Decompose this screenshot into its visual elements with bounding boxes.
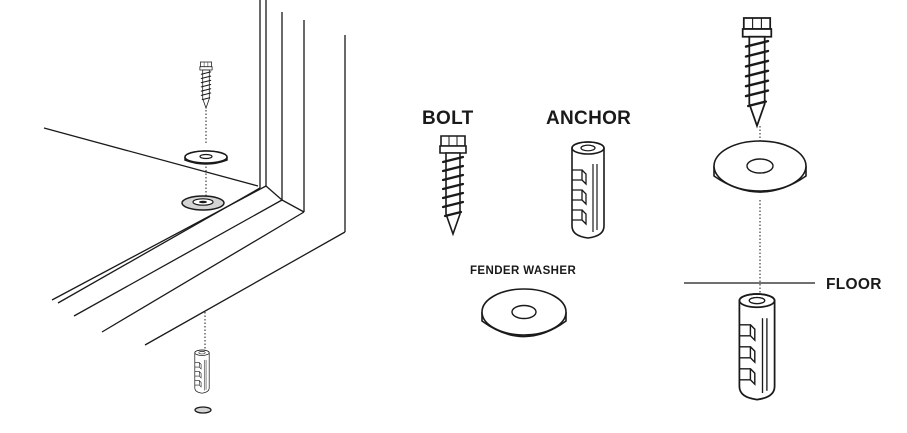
label-anchor: ANCHOR	[546, 108, 631, 129]
assembly-washer	[713, 140, 807, 193]
scene-floor-hole	[194, 406, 212, 414]
scene-washer	[184, 150, 228, 165]
scene-base-hole	[181, 195, 225, 211]
assembly-anchor	[738, 293, 776, 401]
anchor-part	[571, 141, 605, 239]
frame-corner-scene	[43, 0, 346, 346]
bolt-part	[438, 134, 468, 236]
assembly-bolt	[741, 16, 773, 128]
label-fender-washer: FENDER WASHER	[470, 265, 576, 277]
label-bolt: BOLT	[422, 108, 474, 129]
fender-washer-part	[481, 288, 567, 338]
label-floor: FLOOR	[826, 276, 882, 293]
scene-bolt	[199, 61, 213, 109]
scene-anchor	[194, 349, 210, 394]
